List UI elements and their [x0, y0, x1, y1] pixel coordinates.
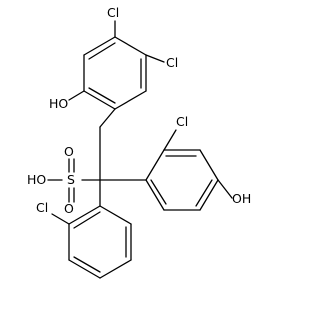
bond-lower-cl: [51, 213, 70, 225]
atom-o-bottom: O: [64, 201, 74, 216]
atom-oh-sulfonic: HO: [27, 172, 46, 187]
structure-diagram: Cl Cl HO Cl OH HO S O O Cl: [27, 5, 251, 279]
bond-c2-oh: [68, 90, 85, 101]
atom-cl-right-upper: Cl: [166, 55, 178, 70]
bond-upper-ring-link: [99, 108, 116, 128]
bond-right-cl: [163, 129, 177, 151]
bond-c5-cl: [145, 54, 165, 63]
atom-cl-top: Cl: [107, 5, 119, 20]
atom-s: S: [67, 172, 75, 187]
atom-oh-left-upper: HO: [49, 96, 68, 111]
atom-o-top: O: [64, 144, 74, 159]
bond-right-oh: [217, 179, 233, 199]
upper-ring: [83, 36, 147, 110]
atom-cl-right-lower: Cl: [176, 114, 188, 129]
right-ring: [145, 149, 219, 211]
lower-ring: [68, 205, 132, 279]
atom-oh-right: OH: [232, 191, 251, 206]
atom-cl-bottom: Cl: [36, 200, 48, 215]
molecule-canvas: Cl Cl HO Cl OH HO S O O Cl: [27, 5, 251, 279]
